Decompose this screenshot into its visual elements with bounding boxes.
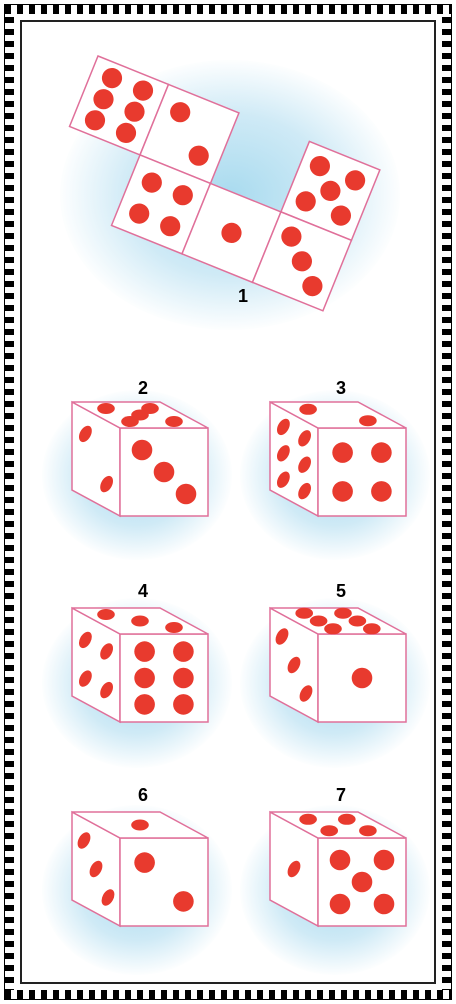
- pip: [165, 622, 183, 633]
- option-label-7: 7: [326, 785, 356, 806]
- die-right-face: [318, 634, 406, 722]
- pip: [173, 891, 194, 912]
- die-face: [120, 838, 208, 926]
- pip: [134, 668, 155, 689]
- die-face: [120, 634, 208, 722]
- pip: [320, 825, 338, 836]
- die-face: [318, 428, 406, 516]
- pip: [310, 616, 328, 627]
- pip: [324, 623, 342, 634]
- pip: [352, 668, 373, 689]
- pip: [173, 668, 194, 689]
- dice-net: [70, 56, 380, 311]
- die-right-face: [120, 634, 208, 722]
- pip: [299, 404, 317, 415]
- die-right-face: [318, 428, 406, 516]
- pip: [334, 608, 352, 619]
- option-label-6: 6: [128, 785, 158, 806]
- pip: [154, 462, 175, 483]
- die-option-5[interactable]: [270, 608, 406, 722]
- net-label: 1: [228, 286, 258, 307]
- pip: [131, 820, 149, 831]
- pip: [363, 623, 381, 634]
- die-right-face: [120, 428, 208, 516]
- pip: [173, 641, 194, 662]
- pip: [332, 481, 353, 502]
- pip: [371, 481, 392, 502]
- option-label-4: 4: [128, 581, 158, 602]
- pip: [132, 440, 153, 461]
- pip: [374, 894, 395, 915]
- pip: [330, 850, 351, 871]
- die-option-4[interactable]: [72, 608, 208, 722]
- die-option-3[interactable]: [270, 402, 406, 516]
- option-label-5: 5: [326, 581, 356, 602]
- pip: [338, 814, 356, 825]
- pip: [359, 825, 377, 836]
- pip: [165, 416, 183, 427]
- die-option-7[interactable]: [270, 812, 406, 926]
- pip: [134, 852, 155, 873]
- pip: [332, 442, 353, 463]
- dice-options: [72, 402, 406, 926]
- pip: [359, 415, 377, 426]
- die-option-6[interactable]: [72, 812, 208, 926]
- pip: [134, 694, 155, 715]
- pip: [299, 814, 317, 825]
- pip: [173, 694, 194, 715]
- die-right-face: [318, 838, 406, 926]
- pip: [176, 484, 197, 505]
- pip: [352, 872, 373, 893]
- pip: [97, 609, 115, 620]
- option-label-2: 2: [128, 378, 158, 399]
- pip: [131, 616, 149, 627]
- option-label-3: 3: [326, 378, 356, 399]
- pip: [330, 894, 351, 915]
- pip: [121, 416, 139, 427]
- pip: [134, 641, 155, 662]
- pip: [295, 608, 313, 619]
- pip: [374, 850, 395, 871]
- pip: [349, 616, 367, 627]
- die-right-face: [120, 838, 208, 926]
- pip: [97, 403, 115, 414]
- die-option-2[interactable]: [72, 402, 208, 516]
- pip: [371, 442, 392, 463]
